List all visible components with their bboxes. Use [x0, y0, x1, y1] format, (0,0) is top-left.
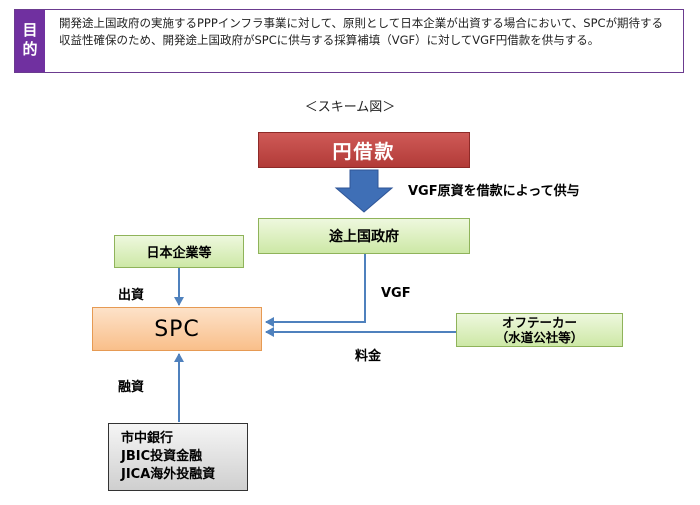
offtaker-box: オフテーカー （水道公社等） — [456, 313, 623, 347]
vgf-arrow — [265, 254, 366, 327]
lender-commercial-banks: 市中銀行 — [121, 431, 174, 446]
spc-box: SPC — [92, 307, 262, 351]
lender-jbic: JBIC投資金融 — [121, 449, 203, 464]
yen-loan-block-arrow — [334, 169, 394, 213]
purpose-label: 目的 — [15, 10, 45, 72]
offtaker-line1: オフテーカー — [501, 315, 577, 330]
invest-label: 出資 — [118, 288, 145, 303]
government-box: 途上国政府 — [258, 218, 470, 254]
vgf-label: VGF — [381, 286, 411, 301]
fee-label: 料金 — [355, 349, 382, 364]
offtaker-line2: （水道公社等） — [495, 330, 584, 345]
scheme-title: ＜スキーム図＞ — [304, 100, 396, 115]
purpose-box: 目的 開発途上国政府の実施するPPPインフラ事業に対して、原則として日本企業が出… — [14, 9, 684, 73]
lenders-box: 市中銀行 JBIC投資金融 JICA海外投融資 — [108, 423, 248, 491]
japanese-corporation-box: 日本企業等 — [114, 235, 244, 268]
yen-loan-box: 円借款 — [258, 132, 470, 168]
vgf-loan-label: VGF原資を借款によって供与 — [408, 184, 580, 199]
lender-jica: JICA海外投融資 — [121, 467, 216, 482]
purpose-text: 開発途上国政府の実施するPPPインフラ事業に対して、原則として日本企業が出資する… — [59, 16, 664, 47]
finance-label: 融資 — [118, 380, 145, 395]
